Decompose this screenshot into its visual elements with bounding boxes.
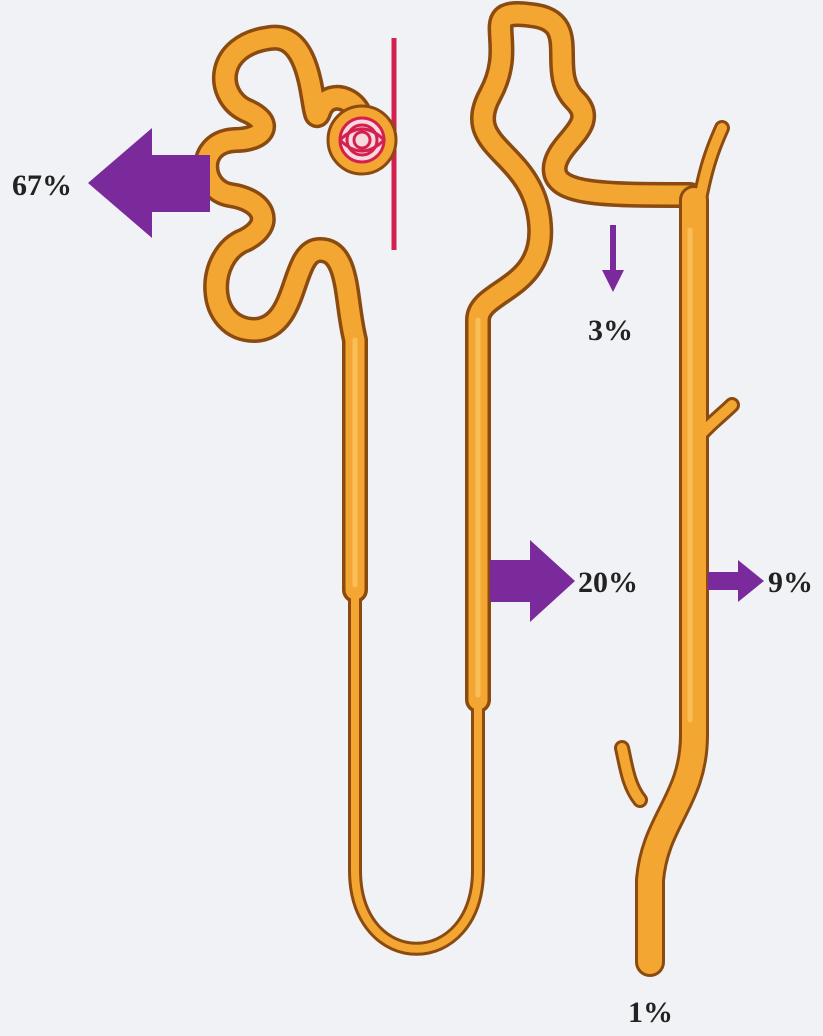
- label-loop: 20%: [578, 566, 638, 599]
- glomerulus: [328, 38, 396, 250]
- arrow-loop: [490, 540, 575, 622]
- collecting-duct: [622, 128, 732, 962]
- label-distal: 3%: [588, 314, 633, 347]
- label-collecting: 9%: [768, 566, 813, 599]
- arrow-proximal: [88, 128, 210, 238]
- arrow-collecting: [708, 560, 764, 602]
- capillary-tuft: [340, 118, 384, 162]
- arrow-distal: [602, 225, 624, 292]
- label-excreted: 1%: [628, 996, 673, 1029]
- label-proximal: 67%: [12, 169, 72, 202]
- nephron-tubule: [206, 14, 690, 949]
